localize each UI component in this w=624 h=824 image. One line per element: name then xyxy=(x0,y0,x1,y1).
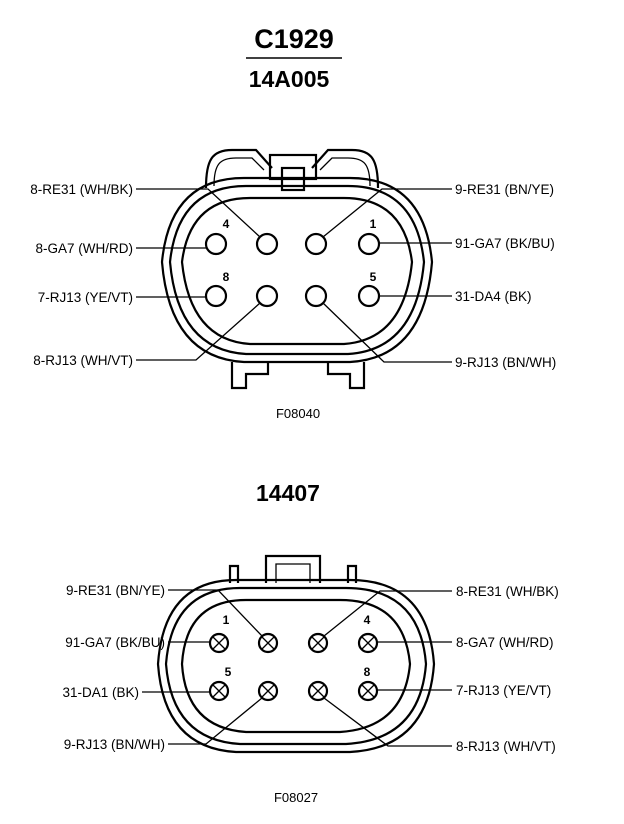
wire-label-a-right-3: 31-DA4 (BK) xyxy=(455,289,532,304)
connector-b: 14407 1 4 5 8 xyxy=(62,480,558,805)
wire-label-a-right-1: 9-RE31 (BN/YE) xyxy=(455,182,554,197)
wire-label-a-left-3: 7-RJ13 (YE/VT) xyxy=(38,290,133,305)
connector-a: C1929 14A005 xyxy=(30,24,556,421)
pin-a-6 xyxy=(304,284,328,308)
connector-b-housing-inner xyxy=(180,598,412,734)
figure-id-b: F08027 xyxy=(274,790,318,805)
connector-a-housing-mid xyxy=(168,184,426,356)
pin-number-a-5: 5 xyxy=(370,270,377,284)
pin-b-6 xyxy=(257,680,279,702)
pin-number-b-8: 8 xyxy=(364,665,371,679)
connector-a-latch xyxy=(204,148,380,192)
connector-b-housing-outer xyxy=(156,578,436,754)
wire-label-b-left-1: 9-RE31 (BN/YE) xyxy=(66,583,165,598)
wire-label-a-left-4: 8-RJ13 (WH/VT) xyxy=(33,353,133,368)
wire-label-b-left-4: 9-RJ13 (BN/WH) xyxy=(64,737,165,752)
pin-number-a-4: 4 xyxy=(223,217,230,231)
connector-a-subtitle: 14A005 xyxy=(249,66,330,92)
pin-b-3 xyxy=(307,632,329,654)
wire-label-a-right-2: 91-GA7 (BK/BU) xyxy=(455,236,555,251)
wire-label-b-left-3: 31-DA1 (BK) xyxy=(62,685,139,700)
pin-number-a-8: 8 xyxy=(223,270,230,284)
wire-label-a-left-2: 8-GA7 (WH/RD) xyxy=(36,241,134,256)
wire-label-b-right-1: 8-RE31 (WH/BK) xyxy=(456,584,559,599)
pin-number-b-5: 5 xyxy=(225,665,232,679)
pin-a-5 xyxy=(357,284,381,308)
pin-b-4 xyxy=(357,632,379,654)
connector-a-leaders xyxy=(136,188,452,363)
connector-b-pins xyxy=(208,632,379,702)
pin-b-8 xyxy=(357,680,379,702)
connector-a-pins xyxy=(204,232,381,308)
pin-number-b-4: 4 xyxy=(364,613,371,627)
figure-id-a: F08040 xyxy=(276,406,320,421)
connector-a-housing-outer xyxy=(160,176,434,364)
wire-label-a-left-1: 8-RE31 (WH/BK) xyxy=(30,182,133,197)
pin-number-b-1: 1 xyxy=(223,613,230,627)
pin-a-2 xyxy=(304,232,328,256)
pin-a-7 xyxy=(255,284,279,308)
pin-number-a-1: 1 xyxy=(370,217,377,231)
connector-a-housing-inner xyxy=(180,196,414,346)
wire-label-b-right-2: 8-GA7 (WH/RD) xyxy=(456,635,554,650)
connector-a-title: C1929 xyxy=(254,24,334,54)
pin-b-1 xyxy=(208,632,230,654)
pin-a-3 xyxy=(255,232,279,256)
connector-b-leaders xyxy=(142,589,452,747)
wire-label-a-right-4: 9-RJ13 (BN/WH) xyxy=(455,355,556,370)
pin-b-5 xyxy=(208,680,230,702)
pin-b-2 xyxy=(257,632,279,654)
pin-a-1 xyxy=(357,232,381,256)
pin-a-8 xyxy=(204,284,228,308)
connector-a-bottom-tabs xyxy=(230,362,366,390)
connector-b-latch xyxy=(228,554,358,583)
pin-b-7 xyxy=(307,680,329,702)
pin-a-4 xyxy=(204,232,228,256)
wire-label-b-left-2: 91-GA7 (BK/BU) xyxy=(65,635,165,650)
connector-b-housing-mid xyxy=(164,586,428,746)
wire-label-b-right-3: 7-RJ13 (YE/VT) xyxy=(456,683,551,698)
connector-b-title: 14407 xyxy=(256,480,320,506)
wire-label-b-right-4: 8-RJ13 (WH/VT) xyxy=(456,739,556,754)
